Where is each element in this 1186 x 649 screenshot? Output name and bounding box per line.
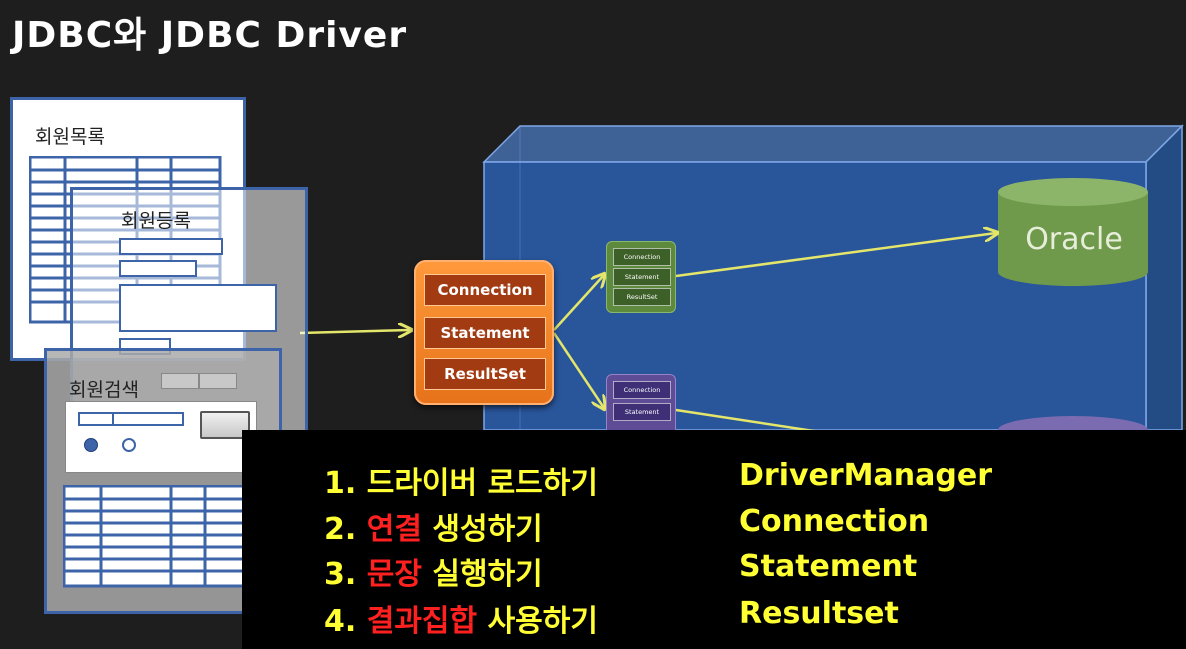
- driver-resultset: ResultSet: [613, 288, 671, 306]
- register-field-2[interactable]: [119, 260, 197, 277]
- api-driver-manager: DriverManager: [739, 458, 992, 493]
- arrow-forms-to-jdbc: [299, 330, 410, 333]
- api-statement: Statement: [739, 549, 918, 584]
- box-top-face: [482, 125, 1184, 163]
- step-3: 3. 문장 실행하기: [324, 549, 543, 593]
- search-result-table: [63, 485, 256, 588]
- step-highlight: 연결: [366, 512, 422, 547]
- radio-option-2[interactable]: [122, 438, 136, 452]
- jdbc-steps-panel: 1. 드라이버 로드하기 2. 연결 생성하기 3. 문장 실행하기 4. 결과…: [242, 430, 1186, 649]
- step-4: 4. 결과집합 사용하기: [324, 596, 598, 640]
- search-button-1[interactable]: [161, 373, 199, 389]
- driver-connection: Connection: [613, 381, 671, 399]
- radio-option-1[interactable]: [84, 438, 98, 452]
- member-register-title: 회원등록: [121, 210, 191, 232]
- arrow-jdbc-to-oracle-driver: [553, 275, 604, 331]
- step-highlight: 문장: [366, 557, 422, 592]
- api-resultset: Resultset: [739, 596, 899, 631]
- step-1: 1. 드라이버 로드하기: [324, 458, 598, 502]
- member-list-title: 회원목록: [35, 126, 105, 148]
- api-connection: Connection: [739, 504, 930, 539]
- arrow-driver-to-other-db: [675, 408, 821, 434]
- search-submit-button[interactable]: [200, 411, 250, 439]
- oracle-database-icon: [998, 178, 1148, 286]
- arrow-jdbc-to-other-driver: [552, 332, 604, 408]
- driver-statement: Statement: [613, 268, 671, 286]
- oracle-label: Oracle: [1025, 222, 1123, 257]
- member-search-title: 회원검색: [69, 379, 139, 401]
- step-number: 2.: [324, 512, 357, 547]
- jdbc-statement: Statement: [424, 317, 546, 349]
- oracle-driver-block: Connection Statement ResultSet: [606, 241, 676, 313]
- search-input[interactable]: [78, 412, 184, 426]
- step-2: 2. 연결 생성하기: [324, 504, 543, 548]
- step-number: 3.: [324, 557, 357, 592]
- search-input-divider: [112, 412, 114, 426]
- search-button-2[interactable]: [199, 373, 237, 389]
- step-number: 1.: [324, 466, 357, 501]
- box-right-face: [1145, 124, 1183, 431]
- step-text: 드라이버 로드하기: [366, 466, 598, 501]
- driver-connection: Connection: [613, 248, 671, 266]
- arrow-driver-to-oracle: [675, 233, 996, 278]
- page-title: JDBC와 JDBC Driver: [12, 15, 408, 56]
- driver-statement: Statement: [613, 403, 671, 421]
- step-highlight: 결과집합: [366, 604, 478, 639]
- step-text: 사용하기: [477, 604, 598, 639]
- step-text: 생성하기: [421, 512, 543, 547]
- search-panel: [65, 401, 257, 473]
- jdbc-resultset: ResultSet: [424, 358, 546, 390]
- register-field-1[interactable]: [119, 238, 223, 255]
- jdbc-api-block: Connection Statement ResultSet: [414, 260, 554, 405]
- jdbc-connection: Connection: [424, 274, 546, 306]
- step-text: 실행하기: [421, 557, 543, 592]
- register-textarea[interactable]: [119, 284, 277, 332]
- step-number: 4.: [324, 604, 357, 639]
- other-driver-block: Connection Statement: [606, 374, 676, 431]
